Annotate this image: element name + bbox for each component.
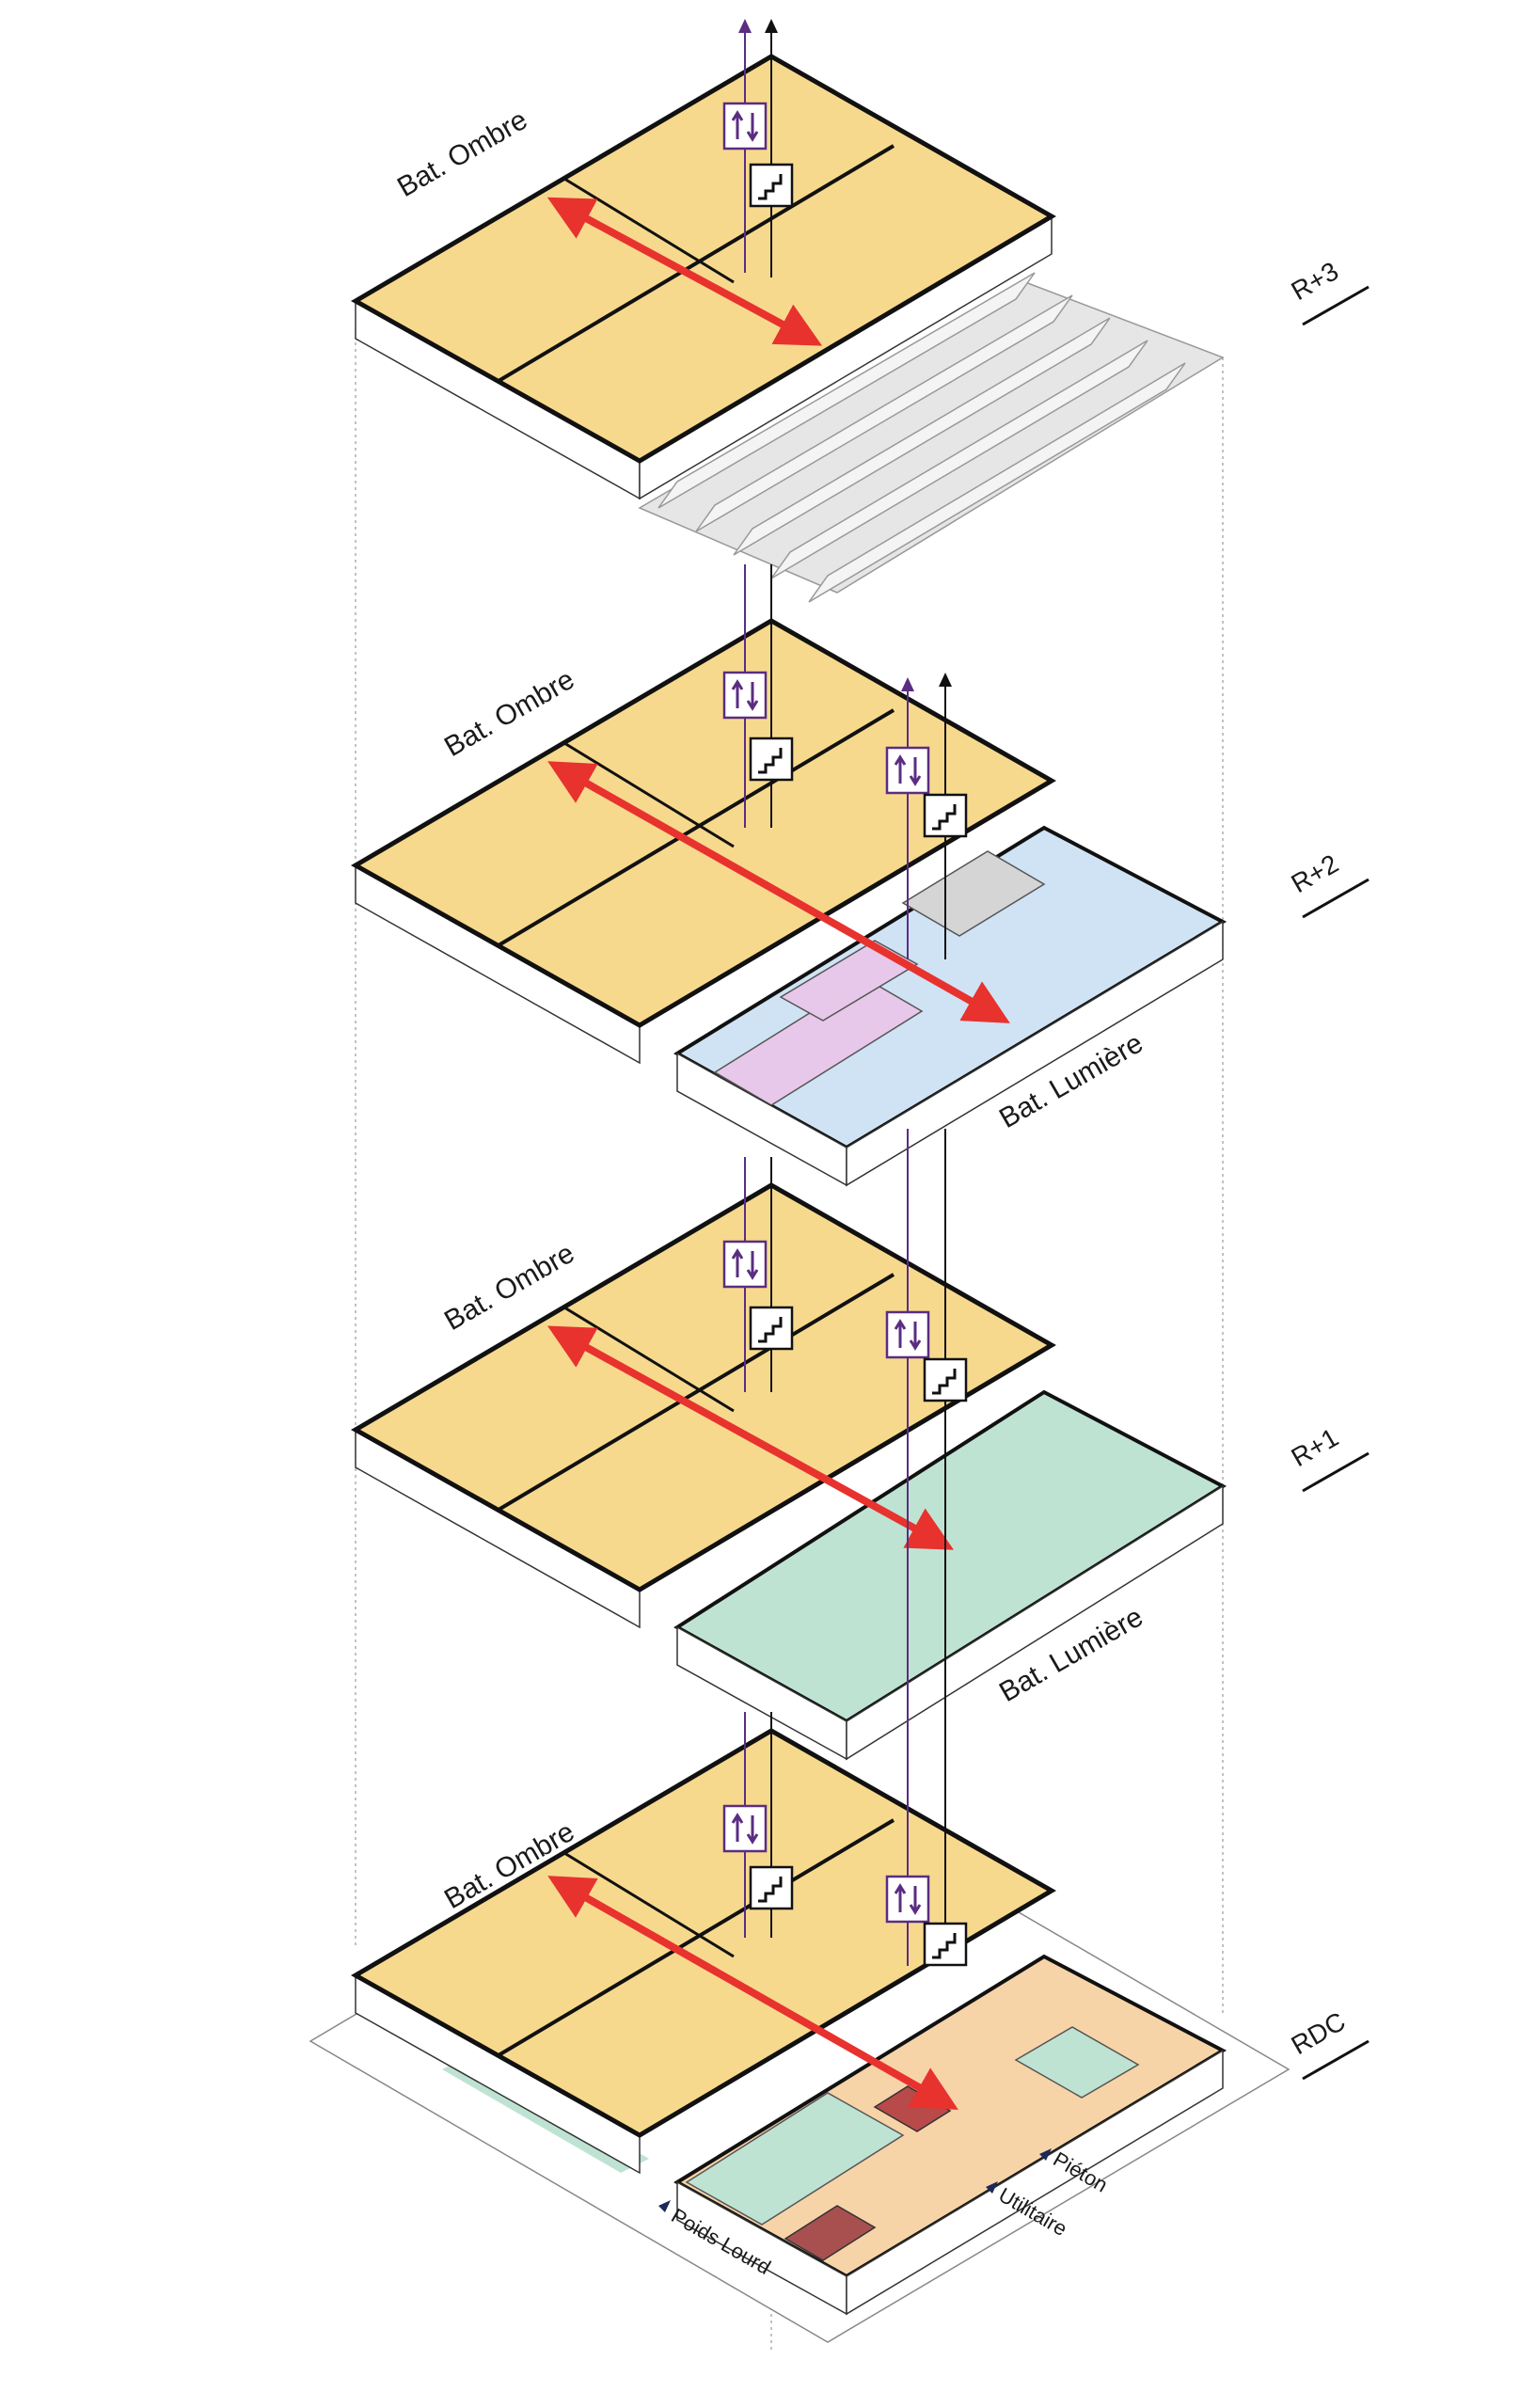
rdc-green-zone [1014, 2026, 1140, 2099]
rdc-circulation-arrow [547, 1876, 958, 2110]
elevator-icon [885, 1310, 930, 1359]
stair-icon [749, 737, 794, 782]
r3-sawtooth-roof [638, 272, 1225, 603]
elevator-icon [722, 1804, 768, 1853]
r1-level-label: R+1 [1287, 1422, 1344, 1472]
elevator-icon [722, 102, 768, 150]
elevator-icon [885, 1875, 930, 1924]
utilitaire-marker-icon [986, 2181, 998, 2194]
stair-icon [923, 1357, 968, 1402]
rdc-red-zone [784, 2205, 877, 2261]
r3-level-label: R+3 [1287, 256, 1344, 306]
r3-level-underline [1302, 285, 1370, 326]
arrow-up-icon [765, 19, 778, 33]
r2-lumiere-facade [846, 920, 1224, 1187]
rdc-level-label: RDC [1287, 2006, 1351, 2060]
stair-icon [923, 1922, 968, 1967]
stair-icon [923, 793, 968, 838]
level-rdc: Bat. Ombre RDC Piéton Utilitaire Poids L… [309, 1693, 1370, 2343]
rdc-lumiere-facade [846, 2049, 1224, 2316]
elevator-icon [722, 1240, 768, 1289]
arrow-up-icon [901, 677, 914, 691]
poids-lourd-marker-icon [658, 2200, 671, 2212]
r2-circulation-arrow [547, 761, 1010, 1023]
level-r1: Bat. Ombre Bat. Lumière R+1 [350, 1129, 1370, 1761]
rdc-green-zone [685, 2092, 905, 2226]
r3-circulation-arrow [546, 197, 823, 346]
level-r2: Bat. Ombre Bat. Lumière R+2 [350, 564, 1370, 1187]
arrow-up-icon [939, 673, 952, 687]
stair-icon [749, 163, 794, 208]
elevator-icon [722, 671, 768, 720]
r2-level-label: R+2 [1287, 848, 1344, 898]
r1-level-underline [1302, 1451, 1370, 1493]
stair-icon [749, 1306, 794, 1351]
r2-level-underline [1302, 878, 1370, 919]
level-r3: Bat. Ombre R+3 [350, 19, 1370, 603]
stair-icon [749, 1865, 794, 1910]
r1-circulation-arrow [546, 1325, 955, 1550]
arrow-up-icon [738, 19, 752, 33]
pieton-marker-icon [1039, 2148, 1052, 2161]
rdc-level-underline [1302, 2039, 1370, 2081]
elevator-icon [885, 746, 930, 795]
r3-building-label-ombre: Bat. Ombre [392, 104, 532, 203]
r1-lumiere-facade [846, 1484, 1224, 1761]
